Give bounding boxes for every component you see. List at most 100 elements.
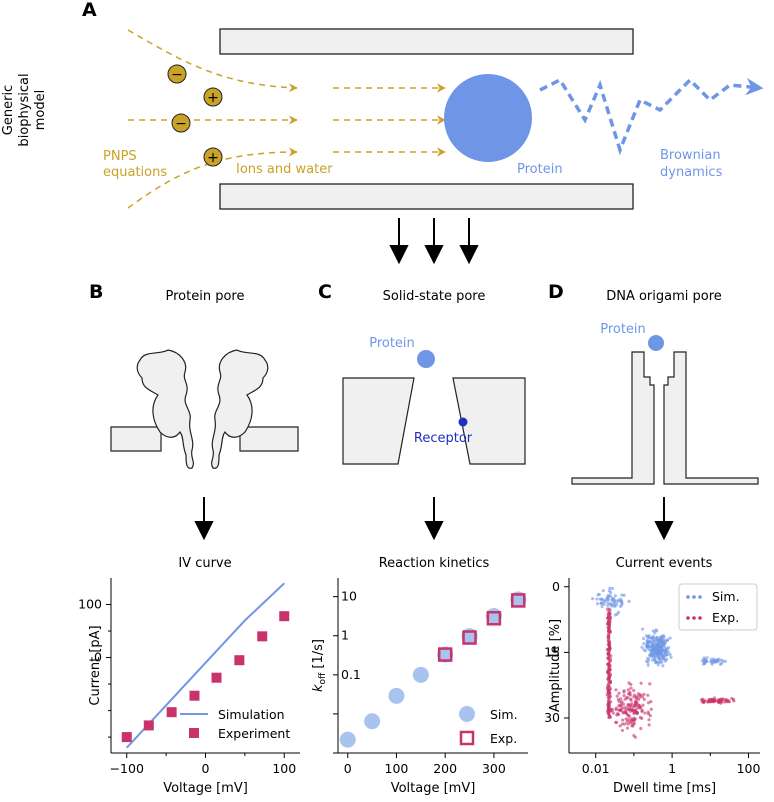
sim-event-point — [658, 653, 662, 657]
svg-text:Brownian: Brownian — [660, 148, 721, 163]
exp-event-point — [608, 607, 612, 611]
y-tick-label: 10 — [341, 589, 357, 604]
legend-exp-label: Exp. — [712, 610, 739, 625]
sim-event-point — [602, 598, 607, 603]
exp-event-point — [605, 648, 609, 652]
arrow-b — [194, 497, 214, 541]
receptor-dot — [458, 417, 468, 427]
exp-event-point — [626, 692, 631, 696]
experiment-point — [189, 690, 200, 701]
exp-event-point — [631, 705, 635, 709]
exp-event-point — [622, 690, 626, 694]
panel-c-letter: C — [318, 281, 332, 303]
exp-event-point — [643, 711, 647, 715]
sim-event-point — [664, 657, 669, 661]
svg-text:equations: equations — [103, 165, 167, 180]
exp-event-point — [611, 711, 615, 715]
exp-event-point — [640, 716, 644, 720]
exp-event-point — [606, 705, 611, 709]
x-axis-label: Voltage [mV] — [391, 781, 476, 796]
exp-event-point — [617, 691, 621, 695]
exp-event-point — [606, 678, 610, 682]
sim-event-point — [641, 636, 646, 641]
experiment-point — [279, 611, 290, 622]
sim-event-point — [598, 597, 602, 601]
panel-d-plot-title: Current events — [616, 556, 713, 571]
sim-event-point — [595, 602, 600, 606]
exp-event-point — [606, 629, 611, 633]
exp-event-point — [606, 708, 610, 712]
sim-event-point — [666, 650, 670, 654]
exp-event-point — [614, 720, 619, 725]
exp-event-point — [606, 699, 611, 703]
legend-sim-swatch — [692, 595, 696, 599]
exp-event-point — [618, 724, 622, 728]
panel-b-title: Protein pore — [166, 289, 245, 304]
svg-text:PNPS: PNPS — [103, 149, 137, 164]
sim-event-point — [654, 642, 658, 646]
sim-event-point — [703, 660, 707, 664]
sim-event-point — [665, 647, 669, 651]
exp-event-point — [607, 713, 611, 717]
ions-water-label: Ions and water — [236, 162, 333, 177]
sim-event-point — [716, 659, 721, 663]
exp-event-point — [614, 708, 618, 712]
sim-event-point — [645, 642, 650, 646]
exp-event-point — [628, 719, 633, 723]
sim-event-point — [660, 634, 665, 638]
y-tick-label: 15 — [544, 644, 560, 659]
sim-event-point — [665, 638, 670, 642]
sim-point — [437, 646, 454, 663]
panel-d-protein-label: Protein — [600, 322, 646, 337]
sim-event-point — [613, 594, 617, 598]
panel-a: A Generic biophysical model − + — [1, 0, 764, 265]
sim-event-point — [654, 628, 658, 632]
exp-event-point — [605, 686, 610, 690]
x-tick-label: 0 — [344, 761, 352, 776]
sim-event-point — [615, 602, 619, 607]
legend-sim-swatch — [698, 595, 702, 599]
exp-event-point — [646, 693, 650, 697]
pnps-label: PNPS equations — [103, 149, 167, 180]
exp-event-point — [615, 713, 619, 717]
sim-event-point — [649, 649, 653, 653]
exp-event-point — [624, 711, 628, 715]
exp-event-point — [605, 692, 609, 697]
exp-event-point — [619, 702, 623, 706]
experiment-point — [121, 732, 132, 743]
sim-event-point — [646, 635, 650, 639]
y-axis-label: koff [1/s] — [311, 639, 328, 692]
sim-event-point — [705, 656, 709, 660]
exp-event-point — [629, 682, 633, 687]
y-tick-label: 0.1 — [341, 667, 361, 682]
exp-event-point — [629, 686, 633, 690]
sim-event-point — [606, 595, 610, 599]
legend-exp-swatch — [686, 616, 690, 620]
exp-event-point — [621, 718, 625, 722]
exp-point — [437, 647, 453, 662]
channel-wall-top — [219, 28, 634, 55]
exp-event-point — [626, 717, 630, 722]
exp-event-point — [629, 704, 633, 708]
panel-c-protein — [417, 350, 435, 368]
exp-event-point — [646, 701, 651, 705]
sim-event-point — [709, 659, 713, 664]
sim-point — [388, 687, 405, 704]
exp-event-point — [632, 688, 636, 693]
panel-c-title: Solid-state pore — [383, 289, 486, 304]
legend-sim-label: Sim. — [712, 589, 740, 604]
sim-event-point — [646, 663, 650, 667]
exp-event-point — [630, 708, 634, 712]
exp-event-point — [619, 704, 623, 709]
exp-event-point — [615, 694, 619, 698]
exp-event-point — [625, 705, 629, 709]
sim-event-point — [627, 599, 631, 604]
y-tick-label: 0 — [552, 579, 560, 594]
exp-event-point — [649, 707, 653, 711]
sim-event-point — [615, 612, 619, 616]
sim-event-point — [651, 653, 655, 657]
